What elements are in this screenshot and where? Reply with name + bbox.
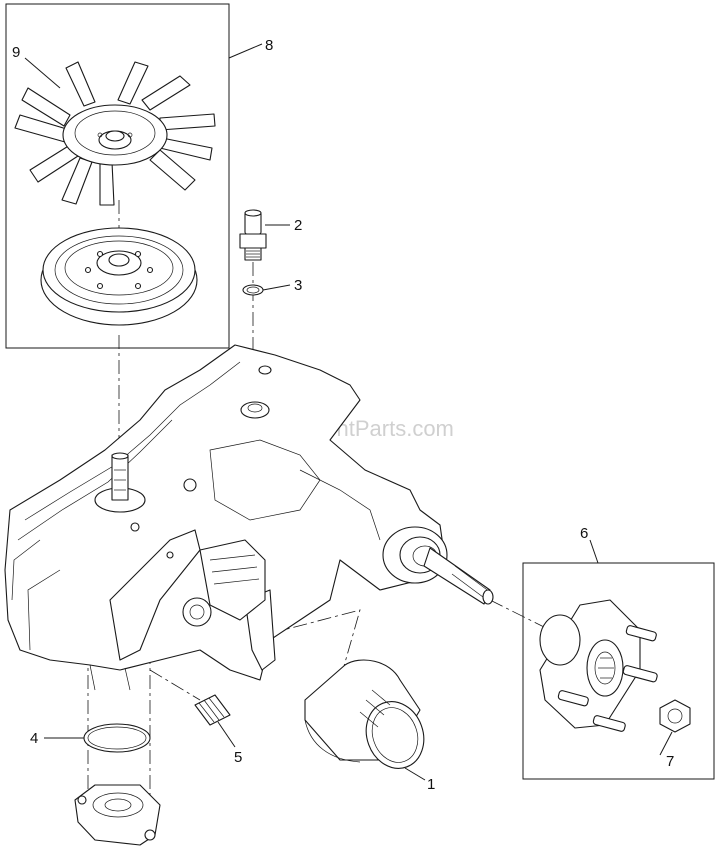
leader-3 [262,284,291,291]
callout-3: 3 [294,277,302,294]
bottom-cover-drawing [74,784,161,846]
fan-drawing [14,61,216,206]
transaxle-housing-drawing [4,344,494,691]
leader-7 [659,731,673,756]
o-ring-small-drawing [242,284,264,296]
o-ring-large-drawing [83,723,151,753]
hub-kit-frame [522,562,715,780]
leader-6 [589,539,599,564]
leader-9 [24,57,61,89]
fitting-drawing [239,209,267,261]
callout-2: 2 [294,217,302,234]
fan-pulley-kit-frame [5,3,230,349]
spring-drawing [194,694,231,726]
callout-5: 5 [234,749,242,766]
leader-1 [404,767,426,781]
lug-nut-drawing [659,699,691,733]
pulley-drawing [40,227,198,326]
leader-8 [228,43,263,59]
callout-7: 7 [666,753,674,770]
hub-drawing [539,599,658,732]
callout-1: 1 [427,776,435,793]
callout-6: 6 [580,525,588,542]
callout-8: 8 [265,37,273,54]
centerline-spring [149,669,201,701]
centerline-axle [489,599,561,636]
centerline-filter [244,609,361,681]
callout-9: 9 [12,44,20,61]
callout-4: 4 [30,730,38,747]
oil-filter-drawing [304,659,425,769]
leader-5 [217,721,236,748]
